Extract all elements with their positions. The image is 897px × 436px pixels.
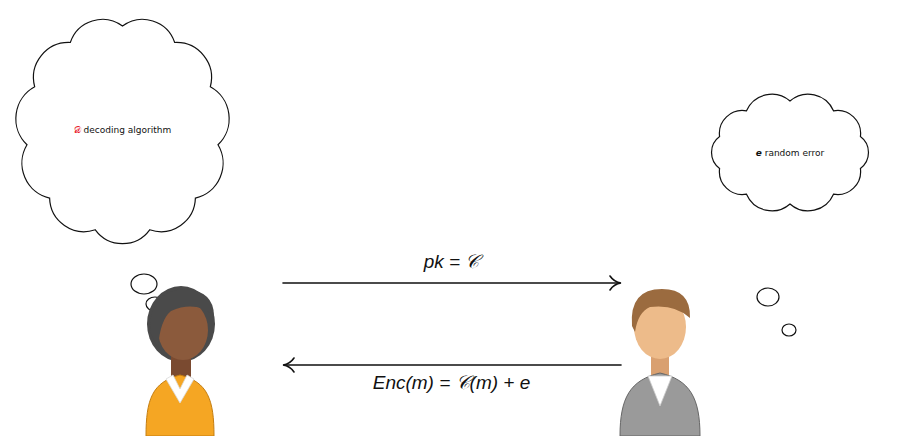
thought-bubble [757, 288, 779, 306]
woman-figure [146, 286, 215, 436]
thought-bubble [131, 274, 157, 294]
arrow-line [283, 282, 619, 284]
arrow-head [283, 358, 294, 372]
arrows [283, 276, 621, 372]
thought-bubbles [131, 274, 796, 336]
arrow-line [285, 364, 621, 366]
hair [632, 289, 690, 332]
message-label: pk = 𝒞 [283, 251, 620, 273]
thought-cloud: 𝒟 decoding algorithm [10, 10, 235, 250]
thought-bubble [782, 324, 796, 336]
cloud-shape [16, 19, 229, 243]
jacket [620, 373, 700, 436]
collar [166, 375, 194, 403]
arrow-head [610, 276, 621, 290]
thought-cloud: e random error [700, 85, 880, 220]
hair-fringe [150, 289, 214, 348]
shirt [146, 375, 214, 436]
hair [147, 286, 215, 362]
cloud-text-area: e random error [700, 85, 880, 220]
message-label: Enc(m) = 𝒞(m) + e [283, 372, 620, 394]
thought-text: 𝒟 decoding algorithm [74, 125, 172, 136]
shirt [648, 376, 672, 406]
cloud-shape [712, 94, 869, 211]
thought-text: e random error [756, 148, 825, 158]
man-figure [620, 289, 700, 436]
cloud-text-area: 𝒟 decoding algorithm [10, 10, 235, 250]
